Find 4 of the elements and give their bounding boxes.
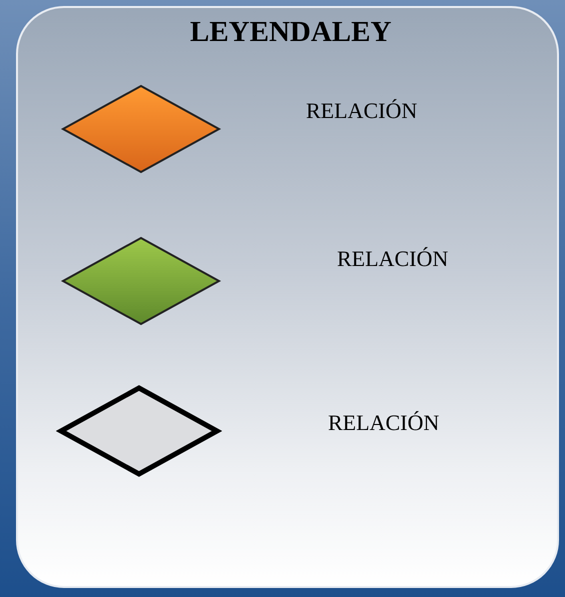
legend-text: RELACIÓN (337, 246, 448, 272)
legend-text: RELACIÓN (306, 98, 418, 124)
legend-text: RELACIÓN (328, 410, 440, 436)
legend-title: LEYENDALEY (190, 16, 392, 49)
